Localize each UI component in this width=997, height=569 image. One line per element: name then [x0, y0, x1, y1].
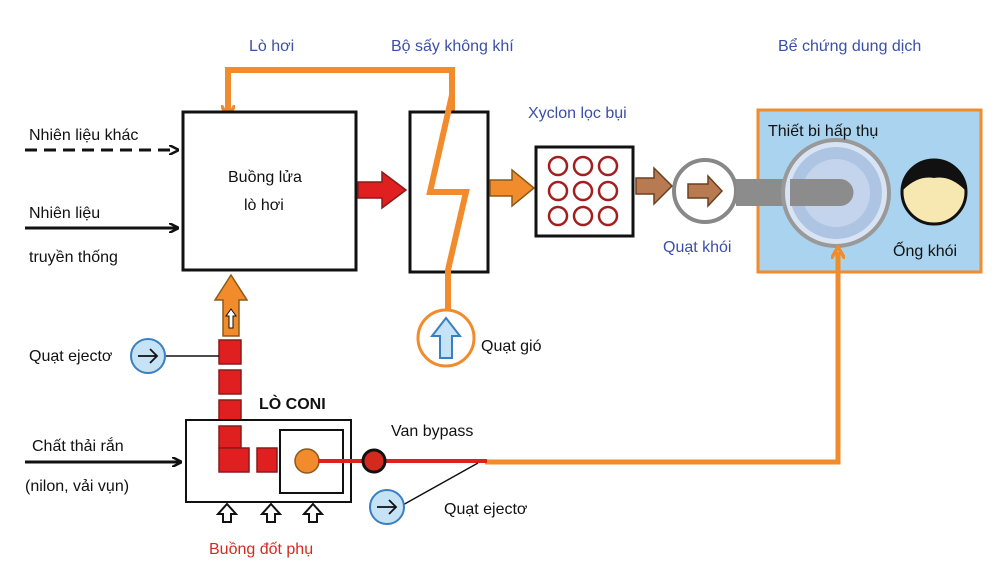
flue-arrow-orange [489, 168, 536, 208]
label-lo-hoi: Lò hơi [249, 38, 294, 55]
label-buong-lua-2: lò hơi [244, 197, 284, 214]
label-quat-ejecto-2: Quạt ejectơ [444, 501, 528, 518]
air-preheater-zigzag [426, 94, 470, 318]
up-arrow-icon [429, 316, 463, 359]
label-chat-thai: Chất thải rắn [32, 436, 124, 455]
exhaust-pipe-inner [790, 179, 854, 206]
label-buong-dot-phu: Buồng đốt phụ [209, 541, 313, 558]
ejector-line-2 [400, 462, 479, 507]
label-van-bypass: Van bypass [391, 423, 473, 440]
bypass-orange-line [485, 252, 838, 465]
coni-red-blocks [218, 425, 278, 473]
valve-icon [361, 448, 387, 474]
furnace-box [181, 110, 358, 272]
right-arrow-icon [377, 499, 398, 515]
label-quat-gio: Quạt gió [481, 338, 542, 355]
cyclone-tubes [547, 155, 619, 227]
label-bo-say: Bộ sấy không khí [391, 38, 514, 55]
flue-arrow-brown [635, 166, 674, 206]
flue-arrow-red [357, 170, 408, 210]
chimney-rim [903, 159, 965, 190]
small-up-arrow-icon [225, 308, 237, 329]
right-arrow-icon [138, 348, 159, 364]
label-quat-ejecto-1: Quạt ejectơ [29, 348, 113, 365]
label-ong-khoi: Ống khói [893, 240, 957, 260]
label-truyen-thong: truyền thống [29, 249, 118, 266]
red-gas-blocks [218, 339, 242, 425]
label-thiet-bi: Thiết bi hấp thụ [768, 123, 878, 140]
label-nhien-lieu: Nhiên liệu [29, 205, 100, 222]
label-quat-khoi: Quạt khói [663, 239, 731, 256]
hot-gas-up-arrow [213, 273, 249, 337]
label-buong-lua-1: Buồng lửa [228, 169, 302, 186]
label-nilon: (nilon, vải vụn) [25, 478, 129, 495]
label-nhien-lieu-khac: Nhiên liệu khác [29, 127, 138, 144]
label-xyclon: Xyclon lọc bụi [528, 105, 627, 122]
label-be-chung: Bể chứng dung dịch [778, 37, 921, 55]
air-inlet-arrows [215, 502, 325, 523]
label-lo-coni: LÒ CONI [259, 394, 326, 413]
secondary-burner [294, 448, 320, 474]
exhaust-fan-arrow-icon [687, 174, 724, 208]
